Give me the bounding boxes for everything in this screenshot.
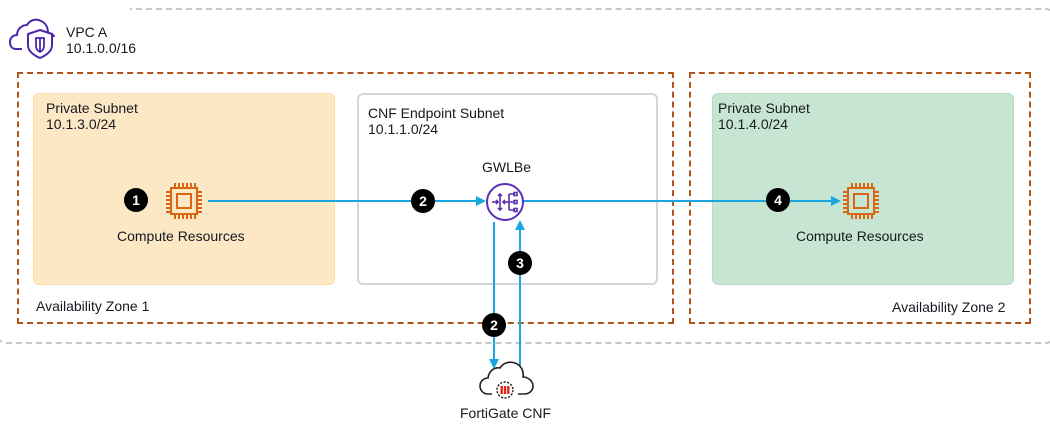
step-badge-2: 2: [411, 189, 435, 213]
subnet-name: Private Subnet: [718, 100, 810, 116]
subnet-name: CNF Endpoint Subnet: [368, 105, 505, 121]
availability-zone-1: [17, 72, 674, 324]
vpc-cidr: 10.1.0.0/16: [66, 40, 137, 56]
fortigate-cnf-label: FortiGate CNF: [460, 405, 552, 421]
step-badge-2-return: 2: [482, 313, 506, 337]
subnet-cidr: 10.1.1.0/24: [368, 121, 439, 137]
step-badge-4: 4: [766, 188, 790, 212]
subnet-name: Private Subnet: [46, 100, 138, 116]
cpu-chip-icon: [166, 183, 202, 219]
availability-zone-1-label: Availability Zone 1: [36, 298, 150, 314]
cpu-chip-icon: [843, 183, 879, 219]
subnet-cidr: 10.1.4.0/24: [718, 116, 789, 132]
step-badge-3: 3: [508, 251, 532, 275]
fortigate-cloud-icon: [479, 361, 534, 399]
gwlbe-label: GWLBe: [482, 159, 532, 175]
vpc-name: VPC A: [66, 24, 108, 40]
step-badge-1: 1: [124, 188, 148, 212]
availability-zone-2: [689, 72, 1031, 324]
compute-resources-2-label: Compute Resources: [796, 228, 924, 244]
availability-zone-2-label: Availability Zone 2: [892, 299, 1006, 315]
gateway-load-balancer-endpoint-icon: [486, 183, 524, 221]
compute-resources-1-label: Compute Resources: [117, 228, 245, 244]
vpc-container: [0, 8, 1050, 344]
vpc-cloud-shield-icon: [8, 18, 55, 60]
subnet-cidr: 10.1.3.0/24: [46, 116, 117, 132]
